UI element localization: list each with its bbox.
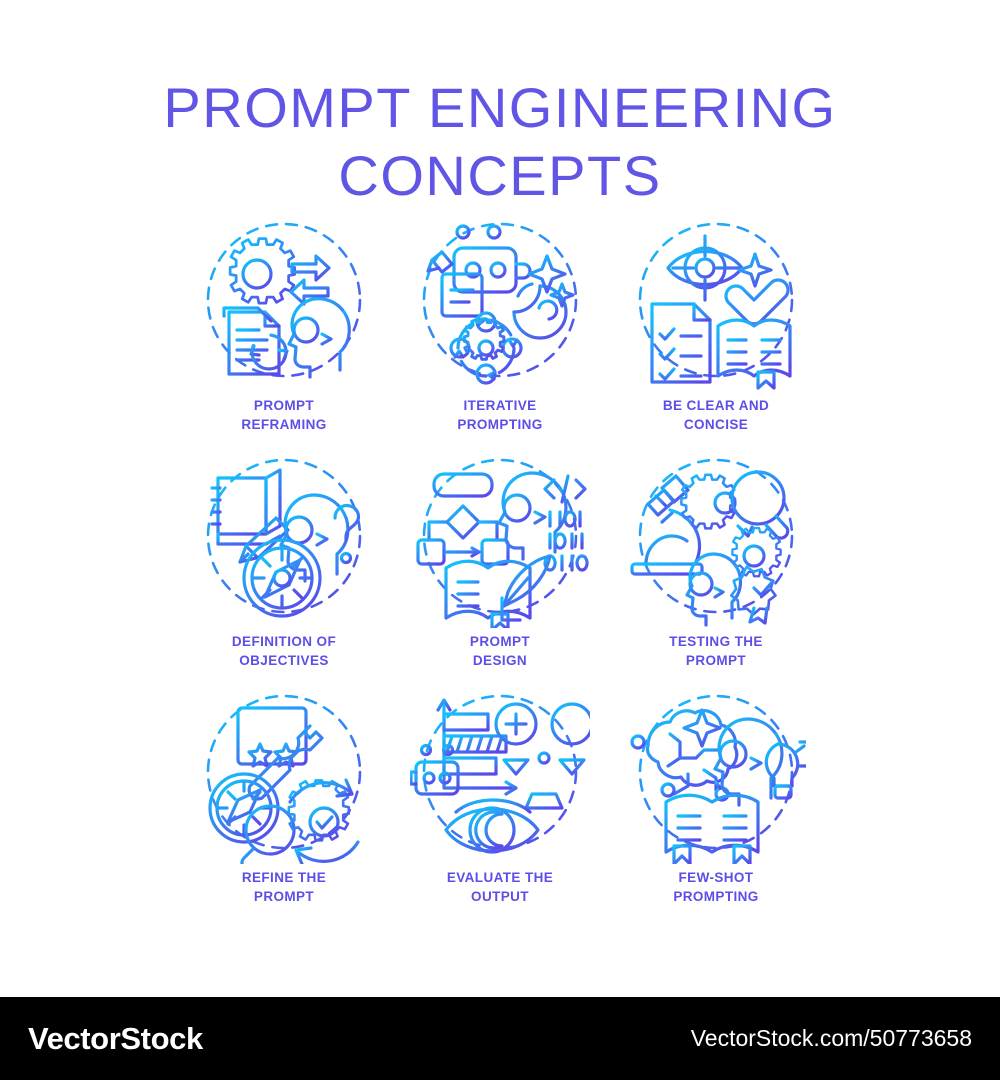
concept-label: ITERATIVE PROMPTING [457,398,543,432]
vectorstock-logo: VectorStock [28,1020,203,1056]
concepts-grid: PROMPT REFRAMING [176,212,824,920]
concept-card-few-shot-prompting[interactable]: FEW-SHOT PROMPTING [608,684,824,920]
page-title: PROMPT ENGINEERING CONCEPTS [0,74,1000,210]
concept-label: TESTING THE PROMPT [669,634,763,668]
concept-label: DEFINITION OF OBJECTIVES [231,634,337,668]
ai-brain-head-bulb-book-icon [621,684,811,864]
concept-card-prompt-design[interactable]: PROMPT DESIGN [392,448,608,684]
microscope-gears-head-badge-icon [621,448,811,628]
concept-card-prompt-reframing[interactable]: PROMPT REFRAMING [176,212,392,448]
notebook-head-question-compass-icon [189,448,379,628]
browser-stars-wrench-compass-gear-icon [189,684,379,864]
watermark-footer: VectorStock VectorStock.com/50773658 [0,997,1000,1080]
concept-card-testing-the-prompt[interactable]: TESTING THE PROMPT [608,448,824,684]
concept-card-refine-the-prompt[interactable]: REFINE THE PROMPT [176,684,392,920]
gear-arrows-documents-head-icon [189,212,379,392]
concept-label: PROMPT DESIGN [469,634,531,668]
concept-label: EVALUATE THE OUTPUT [446,870,554,904]
concept-card-iterative-prompting[interactable]: ITERATIVE PROMPTING [392,212,608,448]
flowchart-head-code-book-quill-icon [405,448,595,628]
concept-label: BE CLEAR AND CONCISE [662,398,770,432]
concept-label: PROMPT REFRAMING [241,398,327,432]
robot-note-sparkle-cycle-icon [405,212,595,392]
eye-target-checklist-book-icon [621,212,811,392]
concept-label: REFINE THE PROMPT [241,870,327,904]
barchart-robot-scales-eye-icon [405,684,595,864]
concept-card-definition-of-objectives[interactable]: DEFINITION OF OBJECTIVES [176,448,392,684]
page-title-line-1: PROMPT ENGINEERING [163,76,837,139]
concept-label: FEW-SHOT PROMPTING [673,870,759,904]
concept-card-evaluate-the-output[interactable]: EVALUATE THE OUTPUT [392,684,608,920]
vectorstock-url: VectorStock.com/50773658 [690,1025,972,1051]
page-title-line-2: CONCEPTS [338,144,662,207]
concept-card-be-clear-and-concise[interactable]: BE CLEAR AND CONCISE [608,212,824,448]
